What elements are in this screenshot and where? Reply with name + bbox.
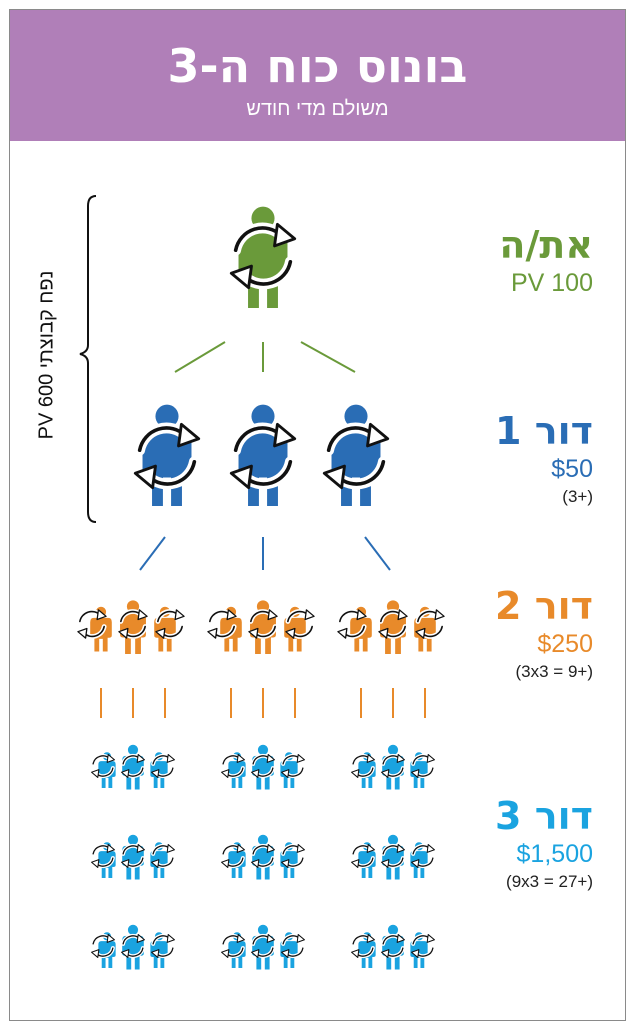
level-gen2-amount: $250 <box>537 630 593 658</box>
gen3-groups <box>92 744 435 970</box>
person-icon <box>331 404 381 506</box>
level-gen3-name: דור 3 <box>495 794 593 838</box>
level-you-amount: PV 100 <box>510 269 593 297</box>
gen2-group <box>208 600 314 654</box>
level-gen2-label: דור 2 $250 (3x3 = 9+) <box>495 585 593 683</box>
level-gen1-amount: $50 <box>551 455 593 483</box>
person-icon <box>382 924 404 970</box>
connectors-gen1-to-gen2 <box>139 536 391 571</box>
level-gen1-name: דור 1 <box>495 409 593 453</box>
gen3-group <box>352 834 435 880</box>
person-icon <box>252 924 274 970</box>
level-gen3-label: דור 3 $1,500 (9x3 = 27+) <box>495 795 593 893</box>
person-icon <box>238 206 288 308</box>
gen3-group <box>92 744 175 790</box>
level-gen1-label: דור 1 $50 (3+) <box>495 410 593 508</box>
gen3-group <box>92 834 175 880</box>
person-icon <box>122 924 144 970</box>
person-icon <box>122 834 144 880</box>
level-you-name: את/ה <box>499 223 593 267</box>
connectors-you-to-gen1 <box>174 341 356 373</box>
person-you <box>231 206 294 308</box>
level-gen3-amount: $1,500 <box>516 840 593 868</box>
level-gen2-note: (3x3 = 9+) <box>515 662 594 681</box>
level-you-label: את/ה PV 100 <box>499 224 593 298</box>
gen3-group <box>352 744 435 790</box>
gen2-group <box>78 600 184 654</box>
group-bracket <box>79 195 97 523</box>
person-icon <box>122 744 144 790</box>
person-icon <box>238 404 288 506</box>
gen3-group <box>352 924 435 970</box>
person-icon <box>252 834 274 880</box>
page-title: בונוס כוח ה-3 <box>167 39 468 93</box>
gen3-group <box>222 924 305 970</box>
person-icon <box>382 744 404 790</box>
group-volume-text: PV 600 נפח קבוצתי <box>35 270 58 440</box>
person-icon <box>120 600 146 654</box>
level-gen1-note: (3+) <box>562 487 593 506</box>
gen3-group <box>92 924 175 970</box>
person-icon <box>252 744 274 790</box>
gen2-group <box>338 600 444 654</box>
person-icon <box>250 600 276 654</box>
person-icon <box>380 600 406 654</box>
person-icon <box>142 404 192 506</box>
gen3-group <box>222 834 305 880</box>
person-icon <box>382 834 404 880</box>
header-banner: בונוס כוח ה-3 משולם מדי חודש <box>9 9 626 141</box>
level-gen2-name: דור 2 <box>495 584 593 628</box>
page-subtitle: משולם מדי חודש <box>246 98 389 120</box>
level-gen3-note: (9x3 = 27+) <box>506 872 593 891</box>
group-volume-label: PV 600 נפח קבוצתי <box>30 195 64 515</box>
gen1-people <box>135 404 387 506</box>
gen2-groups <box>78 600 444 654</box>
gen3-group <box>222 744 305 790</box>
connectors-gen2-to-gen3 <box>100 688 426 718</box>
